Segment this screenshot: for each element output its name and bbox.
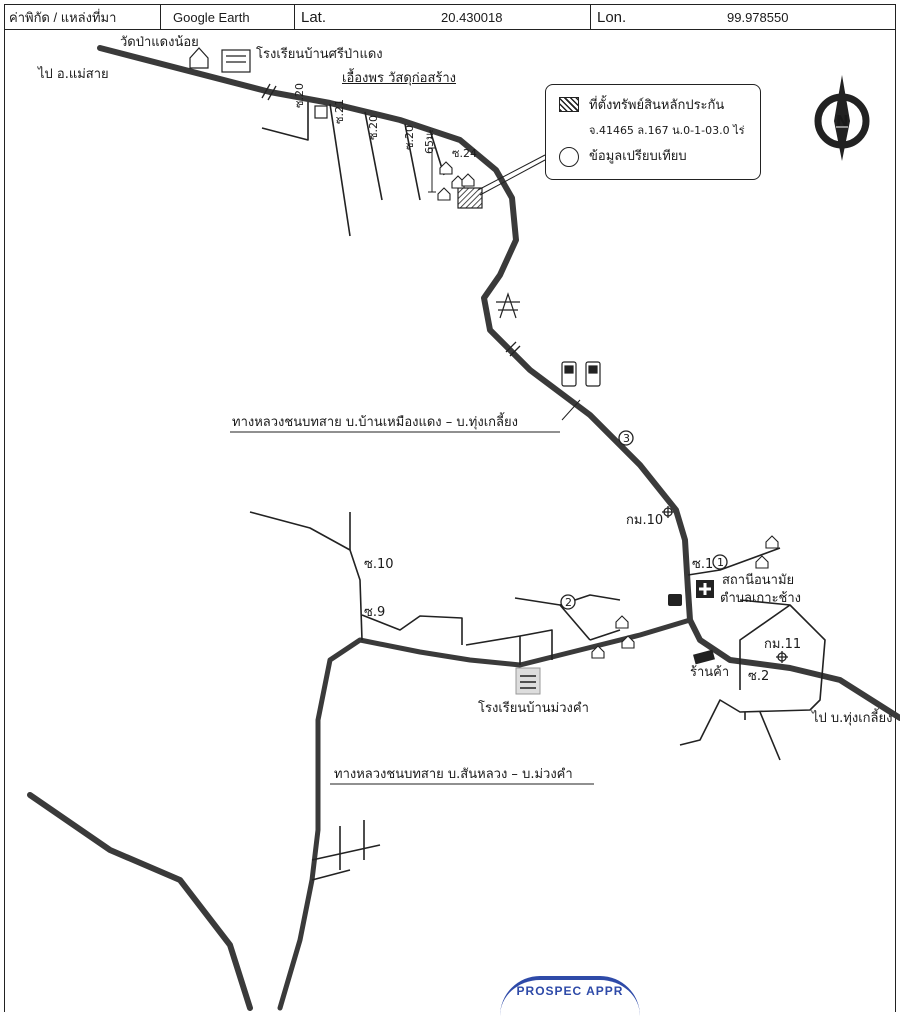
lanes-mid (465, 629, 553, 660)
label-shop: ร้านค้า (690, 665, 730, 680)
legend-collateral-detail: จ.41465 ล.167 น.0-1-03.0 ไร่ (589, 124, 745, 137)
map-frame (4, 29, 896, 1012)
label-soi-24: ซ.24 (452, 147, 477, 160)
school-south-icon (515, 667, 541, 695)
label-to-mae-sai: ไป อ.แม่สาย (38, 67, 109, 82)
km-11-loop-b (739, 604, 791, 690)
label-soi-20-a: ซ.20 (293, 83, 306, 108)
marker-3-circle (618, 430, 634, 446)
label-km-11: กม.11 (764, 637, 802, 652)
label-soi-1: ซ.1 (692, 557, 714, 572)
label-soi-20-c: ซ.20 (403, 125, 416, 150)
km-11-loop (679, 599, 826, 746)
hatched-square-icon (559, 97, 579, 112)
collateral-parcel (457, 187, 483, 209)
lane-north-2 (589, 629, 621, 641)
road-southwest (27, 792, 253, 1011)
lat-label: Lat. (301, 8, 327, 26)
power-tower-icon (496, 292, 520, 319)
label-to-thung-kliang: ไป บ.ทุ่งเกลี้ยง (812, 711, 893, 726)
legend-collateral-title: ที่ตั้งทรัพย์สินหลักประกัน (589, 98, 725, 113)
building-icon (668, 594, 682, 606)
break-mark (261, 83, 271, 99)
soi-10-line (249, 511, 363, 641)
label-school-muang-kham: โรงเรียนบ้านม่วงคำ (478, 701, 589, 716)
label-soi-21: ซ.21 (333, 99, 346, 124)
soi-9-line (361, 614, 463, 645)
circle-icon (559, 147, 579, 167)
label-soi-10: ซ.10 (364, 557, 394, 572)
south-soi-1 (311, 844, 381, 861)
shop-icon (314, 105, 328, 119)
lon-value: 99.978550 (727, 9, 789, 25)
south-soi-2 (311, 869, 351, 881)
fuel-pump-icon (561, 361, 601, 387)
store-icon (693, 649, 715, 665)
company-stamp: PROSPEC APPR (500, 976, 640, 1016)
compass-letter: N (836, 112, 849, 130)
coordinates-header: ค่าพิกัด / แหล่งที่มา Google Earth Lat. … (4, 4, 896, 30)
coords-source-label: ค่าพิกัด / แหล่งที่มา (5, 5, 161, 29)
marker-1-circle (712, 554, 728, 570)
north-arrow-icon (814, 75, 870, 161)
temple-icon (189, 47, 209, 69)
map-legend: ที่ตั้งทรัพย์สินหลักประกัน จ.41465 ล.167… (545, 84, 761, 180)
label-marker-2: 2 (565, 596, 572, 609)
soi-20-b-line (364, 111, 383, 201)
legend-comparison-label: ข้อมูลเปรียบเทียบ (589, 149, 687, 164)
label-soi-9: ซ.9 (364, 605, 386, 620)
label-marker-1: 1 (717, 556, 724, 569)
school-icon (221, 49, 251, 73)
marker-2-circle (560, 594, 576, 610)
label-road-2: ทางหลวงชนบทสาย บ.สันหลวง – บ.ม่วงคำ (334, 767, 573, 782)
lat-value: 20.430018 (375, 5, 591, 29)
soi-20-c-line (404, 123, 421, 201)
house-icons (437, 161, 779, 659)
label-wat-pa-daeng-noi: วัดป่าแดงน้อย (120, 35, 199, 50)
label-road-1: ทางหลวงชนบทสาย บ.บ้านเหมืองแดง – บ.ทุ่งเ… (232, 415, 518, 430)
source-value: Google Earth (161, 5, 295, 29)
road-west-branch (277, 617, 693, 1011)
label-school-si-pa-daeng: โรงเรียนบ้านศรีป่าแดง (256, 47, 383, 62)
label-health-station-2: ตำบลเกาะช้าง (720, 591, 802, 606)
label-soi-20-b: ซ.20 (367, 115, 380, 140)
soi-20-a-line (261, 102, 309, 141)
lon-label: Lon. (597, 8, 627, 26)
east-lane-c (759, 711, 781, 761)
label-km-10: กม.10 (626, 513, 664, 528)
soi-1-line (687, 547, 781, 576)
label-shop-construction: เอื้องพร วัสดุก่อสร้าง (342, 71, 457, 86)
label-soi-2: ซ.2 (748, 669, 770, 684)
label-dist-65m: 65ม. (423, 129, 436, 154)
main-highway (97, 45, 900, 721)
label-health-station-1: สถานีอนามัย (722, 573, 795, 588)
label-marker-3: 3 (623, 432, 630, 445)
soi-21-line (329, 103, 351, 237)
